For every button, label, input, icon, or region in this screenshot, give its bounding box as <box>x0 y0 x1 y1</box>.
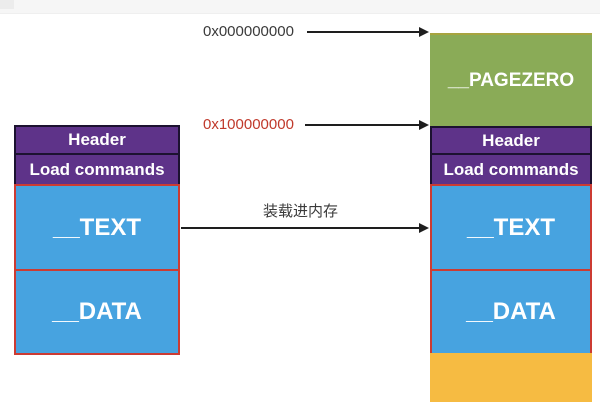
memory-text-segment-label: __TEXT <box>466 213 556 241</box>
memory-header-label: Header <box>482 130 540 150</box>
file-data-segment-label: __DATA <box>52 298 142 325</box>
file-text-segment-block: __TEXT <box>14 184 180 271</box>
memory-data-segment-block: __DATA <box>430 269 592 355</box>
file-load-commands-label: Load commands <box>29 159 165 179</box>
memory-load-commands-label: Load commands <box>443 159 579 179</box>
arrow-address-base <box>305 120 429 130</box>
file-load-commands-block: Load commands <box>14 153 180 186</box>
file-data-segment-block: __DATA <box>14 269 180 355</box>
file-header-label: Header <box>68 130 126 149</box>
memory-heap-block <box>430 353 592 402</box>
top-background-strip <box>0 0 600 14</box>
file-text-segment-label: __TEXT <box>52 213 142 241</box>
arrow-load-into-memory <box>181 223 429 233</box>
memory-data-segment-label: __DATA <box>466 298 556 325</box>
load-into-memory-label: 装载进内存 <box>262 203 338 220</box>
arrow-address-zero <box>307 27 429 37</box>
address-base-label: 0x100000000 <box>203 116 294 133</box>
memory-pagezero-label: __PAGEZERO <box>447 69 575 91</box>
memory-pagezero-block: __PAGEZERO <box>430 33 592 126</box>
top-corner-shade <box>0 0 14 9</box>
memory-text-segment-block: __TEXT <box>430 184 592 271</box>
memory-load-commands-block: Load commands <box>430 153 592 186</box>
file-header-block: Header <box>14 125 180 155</box>
memory-header-block: Header <box>430 126 592 155</box>
address-zero-label: 0x000000000 <box>203 23 294 40</box>
